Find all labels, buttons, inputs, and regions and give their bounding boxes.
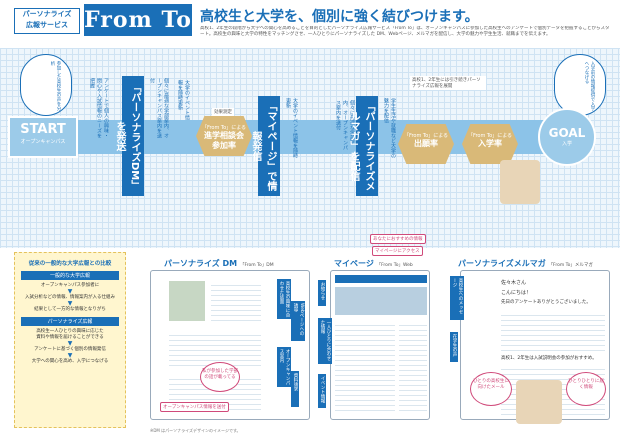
step-dm: 「パーソナライズDM」を発送 xyxy=(114,76,144,196)
mail-title: パーソナライズメルマガ 「From To」メルマガ xyxy=(458,258,593,269)
new-method-head: パーソナライズ広報 xyxy=(21,317,119,326)
mypage-callout-3: イベント情報 xyxy=(318,374,326,408)
mypage-pink-2: マイページにアクセス xyxy=(372,246,423,256)
mail-speech-1: ひとりの高校生に向けたメール xyxy=(470,372,512,406)
brand-line2: 広報サービス xyxy=(26,21,68,29)
start-node: START オープンキャンパス xyxy=(8,116,78,158)
goal-label: GOAL xyxy=(548,126,586,140)
mail-sub: 「From To」メルマガ xyxy=(548,263,593,268)
hex2-line1: 「From To」による xyxy=(403,133,449,139)
mail-body-1: こんにちは！ xyxy=(501,290,532,296)
dm-text xyxy=(169,331,261,367)
comparison-title: 従来の一般的な大学広報との比較 xyxy=(28,261,112,267)
note-mail-pre: 個々に最適な学部案内、オープンキャンパス案内を送付 xyxy=(335,100,355,150)
students-illustration xyxy=(516,380,562,424)
mail-greeting: 佐々木さん xyxy=(501,280,527,286)
mypage-banner xyxy=(335,287,427,315)
mypage-text xyxy=(335,321,395,411)
hex-application: 「From To」による 出願率 xyxy=(398,124,454,164)
mypage-pink-1: あなたにおすすめの情報 xyxy=(370,234,426,244)
note-mypage: 大学のイベント情報を随時更新 xyxy=(285,98,298,158)
hex1-line1: 「From To」による xyxy=(201,125,247,131)
down-arrow-icon: ▼ xyxy=(67,352,73,359)
mail-speech-2: ひとりひとりに届く情報 xyxy=(566,372,606,406)
mail-body-3: 高校1、2年生は入試説明会の参加がおすすめ。 xyxy=(501,356,597,361)
dm-callout-4: 資料請求 xyxy=(291,371,299,407)
fromto-logo: From To xyxy=(84,4,192,36)
note-left: アンケートで個人の興味・関心や入試情報のニーズを把握 xyxy=(89,78,109,138)
hex1-line3: 参加率 xyxy=(212,141,236,150)
hex1-line2: 進学相談会 xyxy=(204,131,244,140)
dm-callout-2: Webページへの誘導 xyxy=(291,301,305,341)
lead-text: 高校1、2年生の段階から大学への関心を高めることを目的としたパーソナライズ広報サ… xyxy=(200,26,610,37)
down-arrow-icon: ▼ xyxy=(67,300,73,307)
footnote: ※DM はパーソナライズデザインのイメージです。 xyxy=(150,428,241,433)
note-mail: 学生生活や就職など大学の魅力を配信 xyxy=(383,98,396,158)
bubble-right: 入学前の情報提供で入学へつなげる xyxy=(554,54,606,116)
dm-pink-note: オープンキャンパス情報を送付 xyxy=(160,402,229,412)
new-line: 高校生一人ひとりの興味に応じた xyxy=(36,329,104,334)
old-method-head: 一般的な大学広報 xyxy=(21,271,119,280)
note-mypage-left: 大学のイベント情報を随時更新 xyxy=(177,80,190,120)
mypage-callout-2: 一人ひとりに合わせた情報 xyxy=(318,318,332,364)
mail-text xyxy=(501,311,605,351)
dm-title-text: パーソナライズ DM xyxy=(164,259,238,268)
note-dm: 個々に最適な学部案内、オープンキャンパス案内を送付 xyxy=(149,78,169,138)
mail-body-2: 先日のアンケートありがとうございました。 xyxy=(501,300,591,305)
mypage-mockup xyxy=(330,270,430,420)
step-mail: 「パーソナライズメルマガ」を配信 xyxy=(348,96,378,196)
bubble-left-text: 参加した高校生の声を分析 xyxy=(50,61,61,111)
page-headline: 高校生と大学を、個別に強く結びつけます。 xyxy=(200,9,479,25)
bubble-left: 参加した高校生の声を分析 xyxy=(20,54,72,116)
hex3-line2: 入学率 xyxy=(478,139,502,148)
mail-callout-1: 高校生へのメッセージ xyxy=(450,276,464,320)
mail-title-text: パーソナライズメルマガ xyxy=(458,259,546,268)
new-line: 大学への関心を高め、入学につなげる xyxy=(31,359,109,364)
comparison-panel: 従来の一般的な大学広報との比較 一般的な大学広報 オープンキャンパス参加者に ▼… xyxy=(14,252,126,428)
effect-label-1: 効果測定 xyxy=(212,108,234,116)
dm-speech: 私が参加した学部の話が載ってる xyxy=(200,362,240,392)
dm-callout-1: 高校生の興味に合わせた誌面 xyxy=(277,279,291,319)
brand-line1: パーソナライズ xyxy=(22,10,72,18)
down-arrow-icon: ▼ xyxy=(67,288,73,295)
step-mypage: 「マイページ」で情報発信 xyxy=(250,96,280,196)
students-photo xyxy=(500,160,540,204)
hex2-line2: 出願率 xyxy=(414,139,438,148)
old-line: オープンキャンパス参加者に xyxy=(40,283,100,288)
mypage-callout-1: お知らせ xyxy=(318,280,326,306)
mypage-nav xyxy=(335,275,427,283)
old-line: 結果として一方的な情報となりがち xyxy=(34,307,106,312)
old-line: 入試分析などの情報、情報案内が入る仕組み xyxy=(25,295,115,300)
dm-text xyxy=(211,281,261,321)
dm-mockup: 高校生の興味に合わせた誌面 Webページへの誘導 オープンキャンパス案内 資料請… xyxy=(150,270,310,420)
hex-participation: 「From To」による 進学相談会 参加率 xyxy=(196,116,252,156)
mypage-sub: 「From To」Web xyxy=(376,263,413,268)
header: パーソナライズ 広報サービス From To 高校生と大学を、個別に強く結びつけ… xyxy=(0,0,620,40)
new-line: アンケートに基づく個別の情報発信 xyxy=(34,347,106,352)
brand-label: パーソナライズ 広報サービス xyxy=(14,8,80,34)
dm-photo xyxy=(169,281,205,321)
hex3-line1: 「From To」による xyxy=(467,133,513,139)
mypage-title: マイページ 「From To」Web xyxy=(334,258,413,269)
grade-note: 高校1、2年生には引き続きパーソナライズ広報を展開 xyxy=(410,76,486,90)
hex-enrollment: 「From To」による 入学率 xyxy=(462,124,518,164)
mail-callout-2: 在学生の声 xyxy=(450,332,458,362)
goal-node: GOAL 入学 xyxy=(538,108,596,166)
goal-sub: 入学 xyxy=(561,141,572,147)
start-label: START xyxy=(20,122,66,137)
mypage-title-text: マイページ xyxy=(334,259,374,268)
dm-callout-3: オープンキャンパス案内 xyxy=(277,347,291,387)
dm-title: パーソナライズ DM 「From To」DM xyxy=(164,258,274,269)
bubble-right-text: 入学前の情報提供で入学へつなげる xyxy=(584,61,595,111)
dm-sub: 「From To」DM xyxy=(239,263,274,268)
start-sub: オープンキャンパス xyxy=(20,139,66,145)
new-line: 資料や情報を届けることができる xyxy=(36,335,104,340)
mypage-side xyxy=(399,321,427,411)
down-arrow-icon: ▼ xyxy=(67,340,73,347)
